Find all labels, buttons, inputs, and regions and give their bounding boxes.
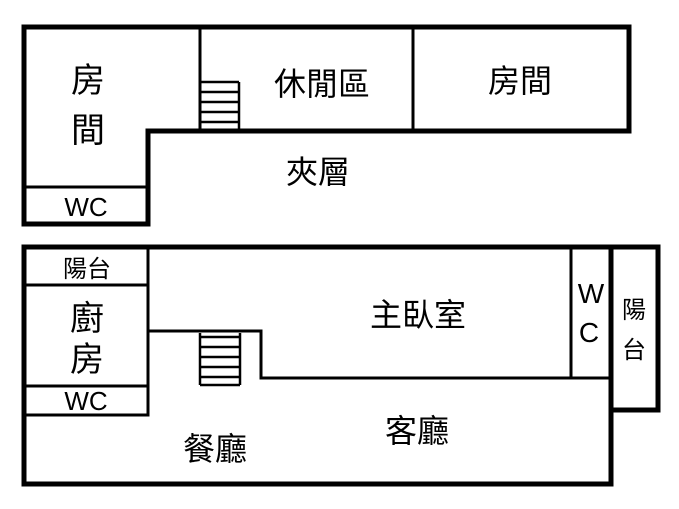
dining-label: 餐廳 bbox=[183, 430, 247, 468]
wc-label: C bbox=[579, 317, 599, 348]
balcony-label: 台 bbox=[622, 336, 646, 364]
mezzanine-outer-wall bbox=[21, 24, 632, 227]
balcony-label: 陽台 bbox=[63, 255, 111, 283]
kitchen-label: 廚 bbox=[70, 299, 104, 339]
mezzanine-plan: 房 間 WC 休閒區 房間 夾層 bbox=[21, 24, 632, 227]
wc-label: WC bbox=[64, 192, 107, 222]
room-label: 間 bbox=[71, 111, 105, 151]
ground-outer-wall bbox=[21, 244, 661, 487]
master-bedroom-wall bbox=[146, 329, 613, 380]
wc-label: W bbox=[578, 278, 605, 309]
master-bedroom-label: 主臥室 bbox=[370, 296, 466, 334]
mezzanine-label: 夾層 bbox=[286, 153, 350, 191]
living-label: 客廳 bbox=[385, 412, 449, 450]
stairs-icon bbox=[198, 333, 242, 387]
lounge-label: 休閒區 bbox=[274, 65, 370, 103]
kitchen-label: 房 bbox=[70, 340, 104, 380]
room-label: 房 bbox=[71, 61, 105, 101]
ground-floor-plan: 陽台 廚 房 WC 主臥室 W C 陽 台 餐廳 客廳 bbox=[21, 244, 661, 487]
balcony-label: 陽 bbox=[622, 296, 646, 324]
wc-label: WC bbox=[64, 386, 107, 416]
room-label: 房間 bbox=[488, 62, 552, 100]
stairs-icon bbox=[201, 80, 241, 129]
